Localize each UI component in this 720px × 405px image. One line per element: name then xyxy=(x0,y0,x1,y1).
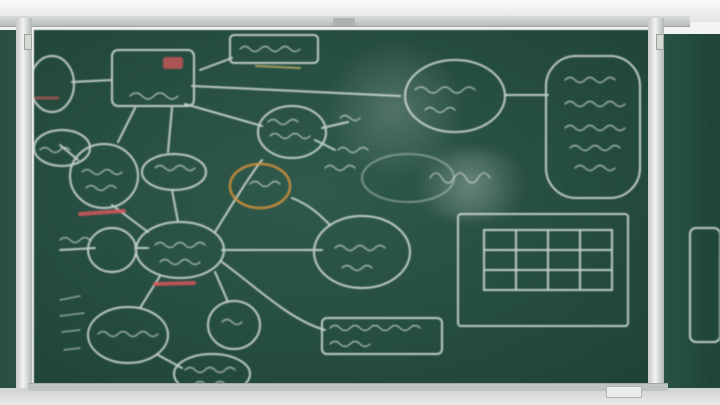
right-frame-post xyxy=(648,18,664,404)
link-line xyxy=(314,139,336,151)
floor xyxy=(0,388,720,405)
red-chalk-mark xyxy=(153,281,196,286)
right-board-panel xyxy=(664,34,720,389)
board-eraser xyxy=(606,386,642,398)
mind-map-node xyxy=(321,317,443,355)
left-frame-post xyxy=(16,18,32,404)
chalk-scribble xyxy=(159,258,201,266)
chalk-tray xyxy=(28,383,668,391)
chalk-scribble xyxy=(39,146,71,154)
chalk-scribble xyxy=(429,172,491,184)
chalk-scribble xyxy=(59,295,85,351)
link-line xyxy=(71,79,113,83)
mind-map-node xyxy=(229,34,319,64)
link-line xyxy=(184,103,263,127)
mind-map-node xyxy=(33,129,91,167)
chalk-scribble xyxy=(574,164,616,172)
frame-clip xyxy=(656,34,664,50)
mind-map-node xyxy=(545,55,641,199)
chalk-scribble xyxy=(337,146,369,154)
link-line xyxy=(291,197,331,226)
red-chalk-mark xyxy=(163,57,183,69)
mind-map-node xyxy=(404,59,506,133)
chalk-scribble xyxy=(564,76,616,84)
mind-map-node xyxy=(69,143,139,209)
link-line xyxy=(139,275,161,309)
chalk-scribble xyxy=(424,106,456,114)
mind-map-node xyxy=(87,306,169,364)
mind-map-node xyxy=(313,215,411,289)
chalk-scribble xyxy=(154,241,206,249)
orange-circled-node xyxy=(228,162,292,210)
chalk-scribble xyxy=(564,124,626,132)
chalk-scribble xyxy=(329,324,421,332)
chalk-scribble xyxy=(85,184,117,192)
link-line xyxy=(214,271,229,303)
chalk-scribble xyxy=(59,236,91,244)
link-line xyxy=(171,189,179,223)
chalk-scribble xyxy=(267,118,299,126)
mind-map-node xyxy=(29,55,75,113)
mind-map-node xyxy=(361,153,455,203)
mind-map-node xyxy=(141,153,207,191)
mind-map-node xyxy=(87,227,137,273)
chalk-table xyxy=(457,213,629,327)
chalk-scribble xyxy=(564,100,626,108)
mind-map-node xyxy=(207,300,261,350)
rail-handle xyxy=(333,18,355,26)
frame-clip xyxy=(24,34,32,50)
link-line xyxy=(117,107,136,143)
link-line xyxy=(59,247,96,251)
light-glare-lower xyxy=(400,150,540,220)
link-line xyxy=(157,354,183,369)
chalk-scribble xyxy=(97,330,159,338)
mind-map-node xyxy=(257,105,327,159)
link-line xyxy=(167,107,173,153)
chalk-scribble xyxy=(414,86,476,94)
chalk-scribble xyxy=(221,318,243,326)
chalk-scribble xyxy=(239,45,301,53)
link-line xyxy=(199,57,233,71)
chalk-scribble xyxy=(249,180,281,188)
chalk-scribble xyxy=(154,164,196,172)
chalk-scribble xyxy=(81,168,123,176)
chalk-scribble xyxy=(329,340,371,348)
chalk-scribble xyxy=(269,132,311,140)
mind-map-node xyxy=(135,221,225,279)
chalk-scribble xyxy=(334,244,386,252)
yellow-chalk-mark xyxy=(255,65,301,69)
mind-map-node xyxy=(111,49,195,107)
chalk-table-grid xyxy=(483,229,613,291)
link-line xyxy=(191,85,401,97)
chalk-scribble xyxy=(324,164,356,172)
red-chalk-mark xyxy=(78,209,126,216)
chalk-scribble xyxy=(184,366,236,374)
chalk-scribble xyxy=(341,264,373,272)
chalk-scribble xyxy=(129,92,179,100)
link-line xyxy=(221,261,326,331)
mind-map-node xyxy=(689,227,720,343)
chalk-scribble xyxy=(569,144,621,152)
chalk-scribble xyxy=(339,114,361,122)
